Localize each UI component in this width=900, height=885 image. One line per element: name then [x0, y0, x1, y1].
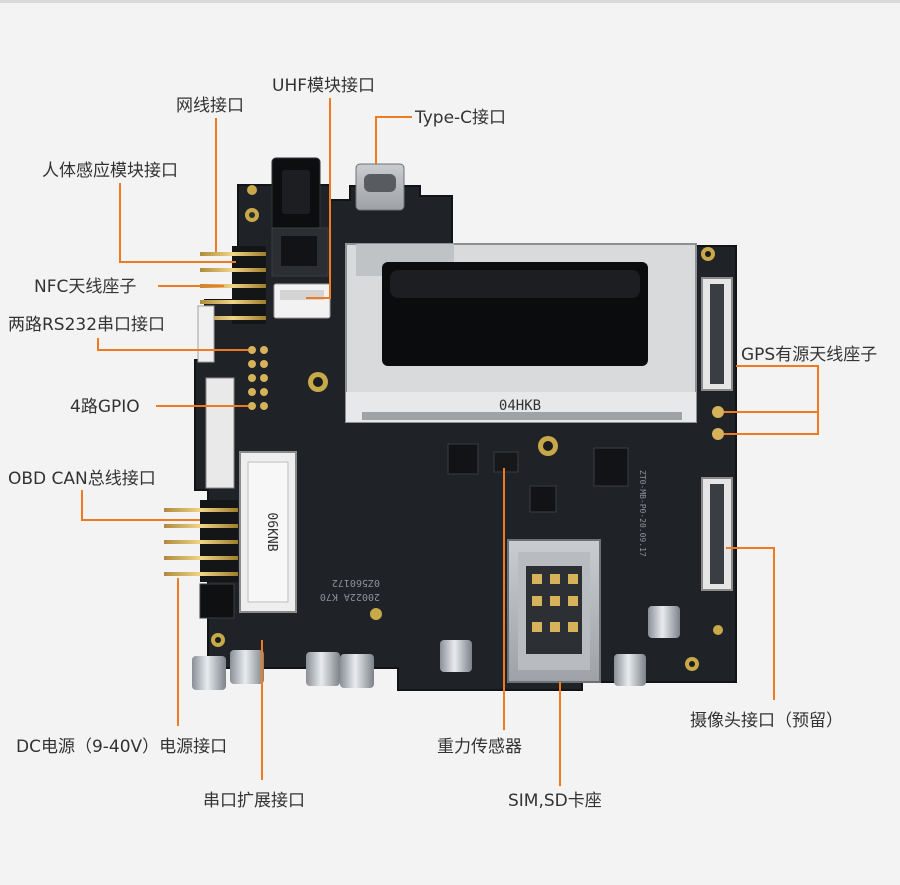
- gps-antenna-pad-1: [712, 406, 724, 418]
- right-fpc-connectors: [701, 277, 733, 591]
- label-typec-port: Type-C接口: [414, 108, 506, 128]
- label-nfc-antenna-socket: NFC天线座子: [34, 277, 136, 297]
- obd-pin-header: [164, 500, 238, 619]
- uhf-chip-area: [271, 227, 331, 319]
- line-rs232: [97, 338, 248, 351]
- label-serial-expansion-port: 串口扩展接口: [203, 791, 305, 811]
- label-gpio: 4路GPIO: [70, 397, 140, 417]
- gps-antenna-pad-2: [712, 428, 724, 440]
- left-pin-header: [200, 246, 266, 324]
- board-code-2: 0Z560172: [332, 577, 380, 588]
- label-uhf-module-port: UHF模块接口: [272, 76, 375, 96]
- label-rs232-port: 两路RS232串口接口: [8, 315, 165, 335]
- label-camera-port: 摄像头接口（预留）: [690, 711, 843, 731]
- gravity-sensor-chip: [493, 451, 519, 473]
- top-divider: [0, 0, 900, 3]
- line-typec: [375, 116, 412, 164]
- label-pir-module-port: 人体感应模块接口: [42, 161, 178, 181]
- line-gps: [724, 365, 819, 435]
- board-code-1: 20022A K70: [320, 591, 380, 602]
- capacitors: [192, 606, 680, 690]
- label-obd-can-port: OBD CAN总线接口: [8, 469, 156, 489]
- white-connector-2: [205, 377, 235, 489]
- sim-sd-slot: [507, 539, 601, 683]
- gpio-pads: [248, 346, 268, 410]
- slot-code: 06KNB: [264, 512, 279, 551]
- module-code: 04HKB: [499, 398, 541, 414]
- line-pir: [119, 183, 236, 263]
- mini-pcie-slot: 06KNB: [239, 451, 297, 613]
- chip-1: [447, 443, 479, 475]
- label-sim-sd-slot: SIM,SD卡座: [508, 791, 602, 811]
- label-network-port: 网线接口: [176, 96, 244, 116]
- line-uhf: [306, 98, 331, 299]
- lte-module: 04HKB: [345, 243, 697, 423]
- leader-lines: [81, 98, 819, 786]
- side-code: ZT0-MB-P0-20.09.17: [638, 470, 647, 557]
- label-gravity-sensor: 重力传感器: [437, 737, 522, 757]
- line-obd: [81, 490, 200, 521]
- ethernet-jack: [271, 157, 321, 231]
- label-dc-power: DC电源（9-40V）电源接口: [16, 737, 227, 757]
- white-connector-1: [197, 305, 215, 363]
- typec-connector: [355, 163, 405, 211]
- line-camera: [726, 547, 775, 700]
- chip-2: [529, 485, 557, 513]
- chip-3: [593, 447, 629, 487]
- label-gps-antenna-socket: GPS有源天线座子: [741, 345, 877, 365]
